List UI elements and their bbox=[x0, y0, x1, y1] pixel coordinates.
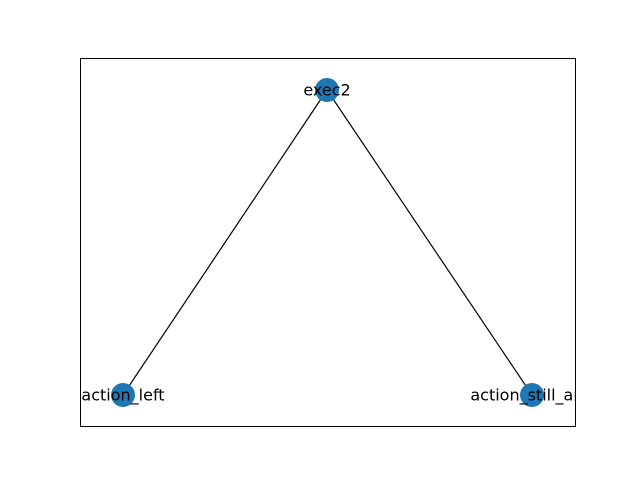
edge-exec2-action_left bbox=[122, 89, 328, 396]
plot-frame bbox=[80, 58, 576, 427]
edge-exec2-action_still_and bbox=[326, 89, 533, 396]
labels-layer: exec2 action_left action_still_and bbox=[81, 81, 593, 406]
node-action_still_and bbox=[520, 383, 544, 407]
node-label-exec2: exec2 bbox=[303, 81, 350, 100]
node-label-action_still_and: action_still_and bbox=[470, 386, 593, 406]
node-label-action_left: action_left bbox=[81, 386, 164, 406]
nodes-layer bbox=[111, 78, 544, 407]
node-exec2 bbox=[315, 78, 339, 102]
edges-layer bbox=[122, 89, 533, 396]
node-action_left bbox=[111, 383, 135, 407]
